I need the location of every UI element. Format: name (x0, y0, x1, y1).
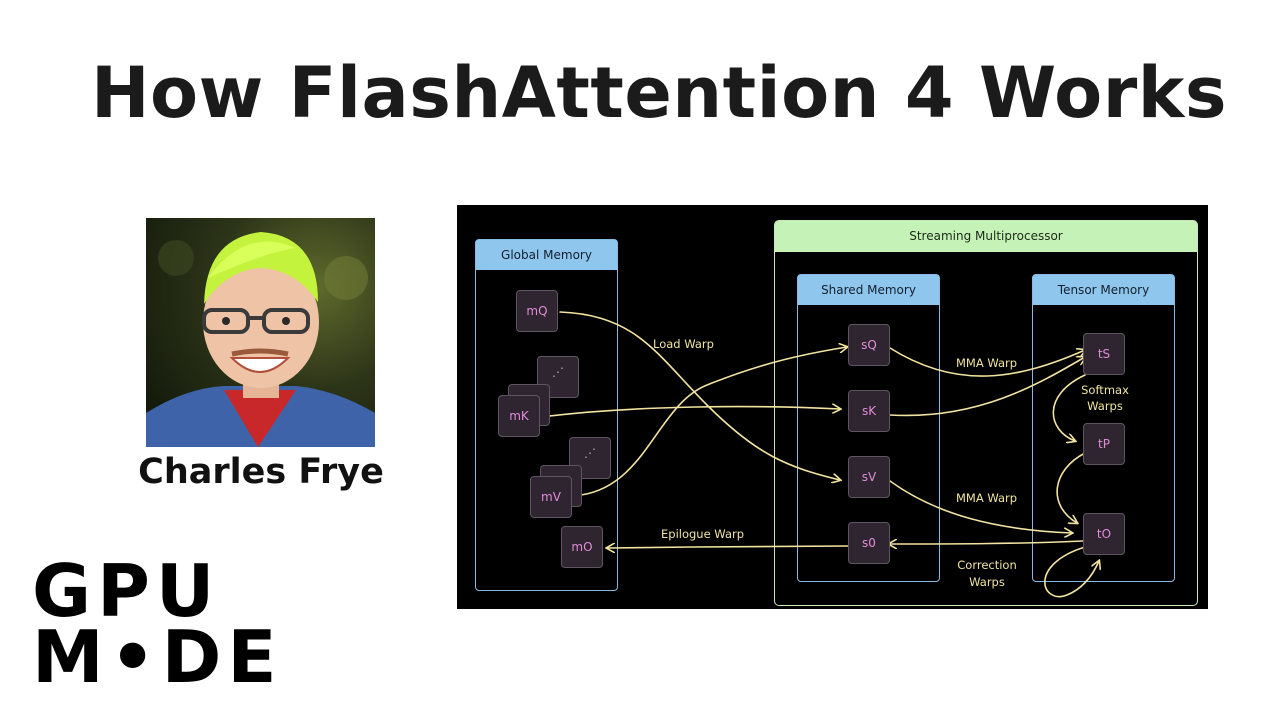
tile-sv: sV (848, 456, 890, 498)
tile-mk: mK (498, 395, 540, 437)
tile-sq: sQ (848, 324, 890, 366)
tile-ts: tS (1083, 333, 1125, 375)
global-memory-box: Global Memory (475, 239, 618, 591)
flashattention-diagram: Streaming Multiprocessor Global Memory S… (457, 205, 1208, 609)
correction-warps-label-line1: Correction (957, 558, 1017, 572)
tensor-memory-box: Tensor Memory (1032, 274, 1175, 582)
mma-warp-bottom-label: MMA Warp (956, 491, 1018, 505)
correction-warps-label-line2: Warps (969, 575, 1005, 589)
softmax-warps-label-line2: Warps (1087, 399, 1123, 413)
arrow-sq-to-ts (889, 347, 1085, 377)
global-memory-header: Global Memory (476, 240, 617, 270)
speaker-photo (146, 218, 375, 447)
arrow-s0-to-mo (607, 546, 849, 548)
gpu-mode-logo: GPU M•DE (32, 549, 294, 699)
tile-mq: mQ (516, 290, 558, 332)
tensor-memory-header: Tensor Memory (1033, 275, 1174, 305)
mma-warp-top-label: MMA Warp (956, 356, 1018, 370)
load-warp-label: Load Warp (653, 337, 714, 351)
streaming-multiprocessor-header: Streaming Multiprocessor (775, 221, 1197, 252)
arrow-sv-to-to (889, 480, 1072, 533)
tile-mo: mO (561, 526, 603, 568)
arrow-to-to-s0 (889, 541, 1084, 544)
logo-line-1: GPU (32, 549, 221, 633)
warp-arrows (540, 311, 1208, 598)
streaming-multiprocessor-box: Streaming Multiprocessor (774, 220, 1198, 606)
tile-s0: s0 (848, 522, 890, 564)
shared-memory-header: Shared Memory (798, 275, 939, 305)
arrow-tp-to-to (1056, 452, 1086, 523)
arrow-to-self-correction (1044, 546, 1099, 598)
page-title: How FlashAttention 4 Works (90, 52, 1228, 134)
shared-memory-box: Shared Memory (797, 274, 940, 582)
tile-sk: sK (848, 390, 890, 432)
tile-to: tO (1083, 513, 1125, 555)
logo-line-2: M•DE (32, 615, 283, 699)
tile-tp: tP (1083, 423, 1125, 465)
arrow-ts-to-tp (1052, 374, 1086, 441)
speaker-name: Charles Frye (138, 452, 384, 492)
arrow-mq-to-sv (559, 311, 840, 480)
softmax-warps-label-line1: Softmax (1081, 383, 1129, 397)
arrow-mv-to-sq (580, 347, 847, 496)
arrow-mk-to-sk (540, 407, 840, 418)
arrow-sk-to-ts (889, 357, 1085, 417)
tile-mv: mV (530, 476, 572, 518)
epilogue-warp-label: Epilogue Warp (661, 527, 745, 541)
